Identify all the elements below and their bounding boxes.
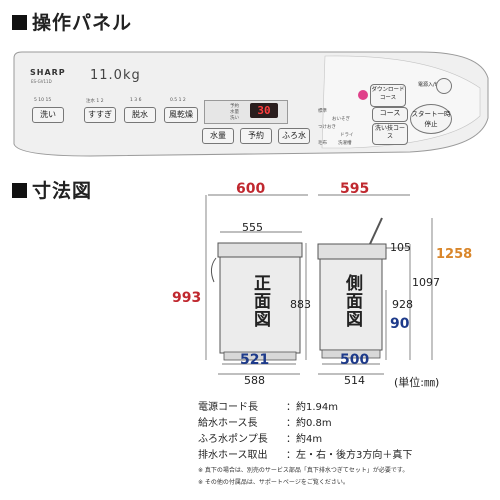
spec-drain-hose-label: 排水ホース取出 (198, 450, 268, 461)
spec-supply-hose-value: ：約0.8m (286, 418, 332, 429)
side-base-width-2: 514 (344, 374, 365, 387)
front-view-label: 正面図 (250, 274, 270, 328)
display-label-water: 水量 (230, 110, 239, 115)
water-level-button[interactable]: 水量 (202, 128, 234, 144)
brand-logo: SHARP (30, 68, 66, 77)
dims-section-title: 寸法図 (12, 176, 92, 203)
spec-power-cord-value: ：約1.94m (286, 402, 339, 413)
lcd-display: 30 (250, 103, 278, 118)
side-view-label: 側面図 (342, 274, 362, 328)
mode-label-blanket: 毛布 (318, 141, 327, 146)
power-button[interactable] (436, 78, 452, 94)
dims-section-title-text: 寸法図 (32, 180, 93, 202)
square-bullet-icon (12, 15, 27, 30)
front-base-width-2: 588 (244, 374, 265, 387)
note-accessories: ※ その他の付属品は、サポートページをご覧ください。 (198, 479, 349, 486)
mode-label-tub: 洗濯槽 (338, 141, 352, 146)
square-bullet-icon (12, 183, 27, 198)
rinse-count-scale: 注水 1 2 (86, 99, 104, 104)
front-total-width: 600 (236, 181, 266, 197)
rinse-button[interactable]: すすぎ (84, 107, 116, 123)
mode-label-dry: ドライ (340, 133, 354, 138)
side-base-width-1: 500 (340, 352, 370, 368)
dry-hours-scale: 0.5 1 2 (170, 98, 186, 103)
side-top-offset: 105 (390, 241, 411, 254)
spec-power-cord-label: 電源コード長 (198, 402, 258, 413)
side-lid-height: 1258 (436, 247, 473, 262)
front-body-height: 883 (290, 298, 311, 311)
spec-supply-hose-label: 給水ホース長 (198, 418, 258, 429)
timer-button[interactable]: 予約 (240, 128, 272, 144)
spin-minutes-scale: 1 3 6 (130, 98, 142, 103)
display-label-timer: 予約 (230, 104, 239, 109)
spec-bath-pump-value: ：約4m (286, 434, 323, 445)
power-label: 電源入/切 (418, 82, 440, 88)
wash-button[interactable]: 洗い (32, 107, 64, 123)
note-drain-kit: ※ 真下の場合は、別売のサービス部品「真下排水つぎてセット」が必要です。 (198, 467, 409, 474)
front-inner-width: 555 (242, 221, 263, 234)
panel-section-title: 操作パネル (12, 8, 132, 35)
mode-label-soak: つけおき (318, 125, 336, 130)
capacity-label: 11.0kg (90, 68, 141, 83)
side-bottom-height: 90 (390, 316, 410, 332)
spec-bath-pump-label: ふろ水ポンプ長 (198, 434, 268, 445)
unit-label: (単位:㎜) (394, 376, 440, 389)
panel-section-title-text: 操作パネル (32, 12, 133, 34)
side-body-height: 1097 (412, 276, 440, 289)
side-total-width: 595 (340, 181, 370, 197)
bath-water-button[interactable]: ふろ水 (278, 128, 310, 144)
course-button[interactable]: コース (372, 107, 408, 122)
spec-drain-hose-value: ：左・右・後方3方向＋真下 (286, 450, 413, 461)
air-dry-button[interactable]: 風乾燥 (164, 107, 198, 123)
front-base-width-1: 521 (240, 352, 270, 368)
wash-minutes-scale: 5 10 15 (34, 98, 52, 103)
side-mid-height: 928 (392, 298, 413, 311)
display-label-wash: 洗い (230, 116, 239, 121)
download-course-button[interactable]: ダウンロードコース (370, 84, 406, 107)
front-height: 993 (172, 290, 202, 306)
model-number: ES-GV11D (31, 79, 52, 84)
download-icon (358, 90, 368, 100)
mode-label-standard: 標準 (318, 109, 327, 114)
spin-button[interactable]: 脱水 (124, 107, 156, 123)
mode-label-quick: おいそぎ (332, 117, 350, 122)
wash-tech-course-button[interactable]: 洗い技コース (372, 123, 408, 145)
start-button[interactable]: スタート一時停止 (410, 104, 452, 134)
